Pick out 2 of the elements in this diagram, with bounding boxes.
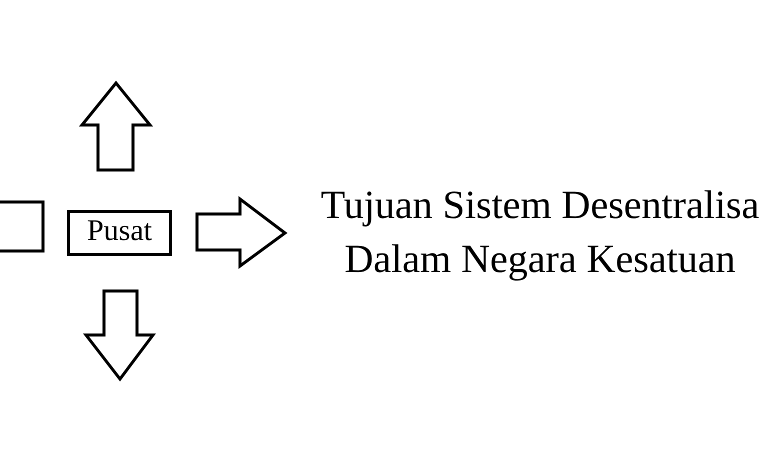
title: Tujuan Sistem Desentralisa Dalam Negara Kesatuan [320, 181, 760, 283]
process-box: Pusat [67, 210, 172, 256]
